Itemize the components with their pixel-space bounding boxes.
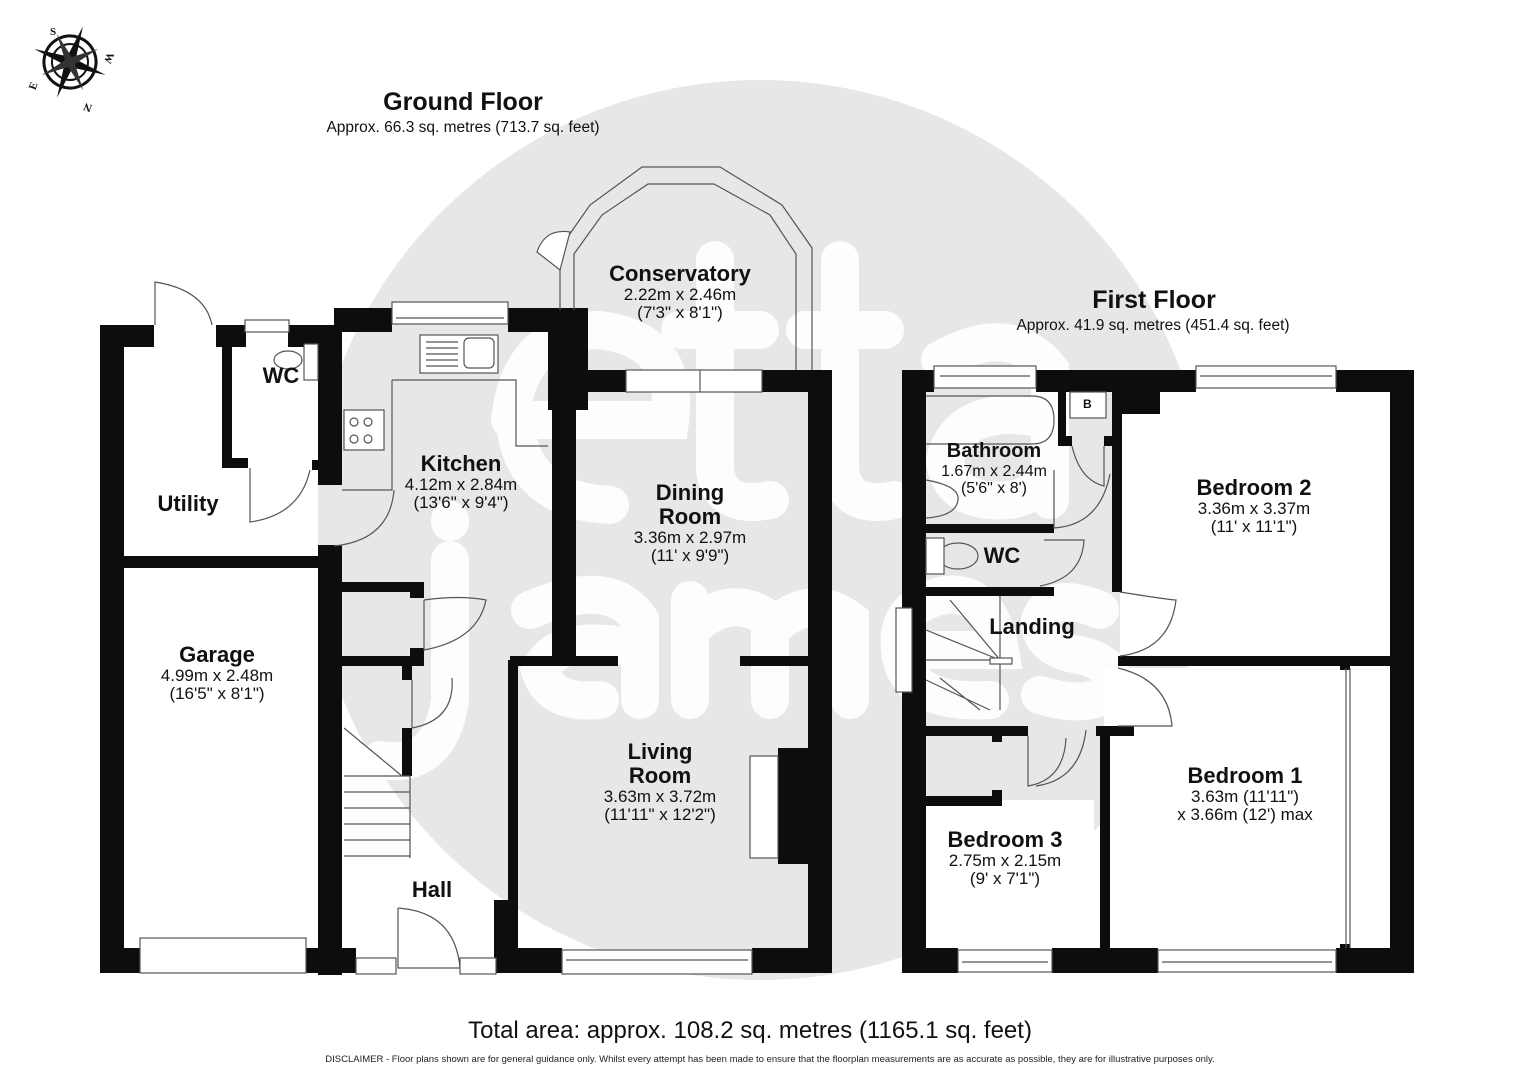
room-dining: Dining Room 3.36m x 2.97m (11' x 9'9") bbox=[634, 481, 746, 565]
room-name: Bedroom 3 bbox=[947, 827, 1063, 852]
room-name: Landing bbox=[989, 614, 1075, 639]
ground-floor-fills bbox=[122, 346, 318, 948]
room-name: WC bbox=[983, 543, 1021, 568]
watermark-circle bbox=[310, 80, 1210, 980]
first-floor-fills bbox=[924, 392, 1390, 950]
room-bathroom: Bathroom 1.67m x 2.44m (5'6" x 8') bbox=[941, 440, 1047, 497]
boiler-label: B bbox=[1083, 397, 1092, 411]
room-imperial: x 3.66m (12') max bbox=[1177, 805, 1313, 825]
watermark-text bbox=[361, 241, 1131, 781]
first-floor-fixtures bbox=[895, 365, 1351, 973]
ground-floor-walls bbox=[100, 308, 832, 975]
room-metric: 2.22m x 2.46m bbox=[623, 284, 737, 304]
room-hall: Hall bbox=[412, 878, 452, 902]
room-metric: 3.63m x 3.72m bbox=[603, 786, 717, 806]
room-name-line2: Room bbox=[628, 762, 692, 788]
first-floor-title: First Floor bbox=[1092, 286, 1216, 314]
first-floor-walls bbox=[902, 370, 1414, 973]
room-imperial: (11'11" x 12'2") bbox=[604, 804, 716, 824]
room-name: Hall bbox=[411, 877, 453, 902]
room-wc-ground: WC bbox=[263, 364, 300, 388]
room-imperial: (13'6" x 9'4") bbox=[413, 493, 509, 513]
room-name: Bedroom 2 bbox=[1196, 475, 1312, 500]
room-imperial: (11' x 11'1") bbox=[1210, 517, 1298, 537]
room-metric: 1.67m x 2.44m bbox=[941, 462, 1047, 480]
ground-floor-fixtures bbox=[139, 166, 813, 975]
compass-icon bbox=[34, 26, 106, 98]
room-wc-first: WC bbox=[984, 544, 1021, 568]
total-area: Total area: approx. 108.2 sq. metres (11… bbox=[468, 1017, 1032, 1044]
room-utility: Utility bbox=[157, 492, 218, 516]
room-name: Bedroom 1 bbox=[1187, 763, 1303, 788]
room-metric: 4.12m x 2.84m bbox=[404, 474, 518, 494]
room-metric: 3.36m x 2.97m bbox=[633, 527, 747, 547]
ground-floor-area: Approx. 66.3 sq. metres (713.7 sq. feet) bbox=[326, 119, 600, 136]
first-floor-area: Approx. 41.9 sq. metres (451.4 sq. feet) bbox=[1016, 317, 1290, 334]
room-imperial: (5'6" x 8') bbox=[960, 479, 1028, 497]
room-kitchen: Kitchen 4.12m x 2.84m (13'6" x 9'4") bbox=[405, 452, 517, 512]
room-conservatory: Conservatory 2.22m x 2.46m (7'3" x 8'1") bbox=[609, 262, 751, 322]
room-name: Conservatory bbox=[609, 261, 751, 286]
room-metric: 3.63m (11'11") bbox=[1191, 786, 1299, 806]
room-name: Garage bbox=[179, 642, 255, 667]
room-imperial: (7'3" x 8'1") bbox=[637, 303, 723, 323]
room-name: WC bbox=[262, 363, 300, 388]
room-bedroom2: Bedroom 2 3.36m x 3.37m (11' x 11'1") bbox=[1197, 476, 1312, 536]
compass-label-s: S bbox=[50, 26, 57, 38]
room-bedroom1: Bedroom 1 3.63m (11'11") x 3.66m (12') m… bbox=[1177, 764, 1313, 824]
room-imperial: (11' x 9'9") bbox=[650, 545, 730, 565]
room-bedroom3: Bedroom 3 2.75m x 2.15m (9' x 7'1") bbox=[948, 828, 1063, 888]
room-metric: 3.36m x 3.37m bbox=[1197, 498, 1311, 518]
disclaimer: DISCLAIMER - Floor plans shown are for g… bbox=[325, 1054, 1215, 1065]
room-metric: 4.99m x 2.48m bbox=[160, 665, 274, 685]
ground-floor-title: Ground Floor bbox=[383, 88, 543, 116]
room-landing: Landing bbox=[989, 615, 1075, 639]
room-metric: 2.75m x 2.15m bbox=[948, 850, 1062, 870]
room-living: Living Room 3.63m x 3.72m (11'11" x 12'2… bbox=[604, 740, 716, 824]
room-name: Kitchen bbox=[420, 451, 502, 476]
room-imperial: (16'5" x 8'1") bbox=[169, 684, 265, 704]
room-name-line2: Room bbox=[658, 503, 722, 529]
room-name: Utility bbox=[157, 491, 219, 516]
room-imperial: (9' x 7'1") bbox=[969, 869, 1041, 889]
room-name-line1: Dining bbox=[655, 480, 725, 505]
room-name: Bathroom bbox=[946, 440, 1042, 462]
room-name-line1: Living bbox=[627, 739, 693, 764]
room-garage: Garage 4.99m x 2.48m (16'5" x 8'1") bbox=[161, 643, 273, 703]
